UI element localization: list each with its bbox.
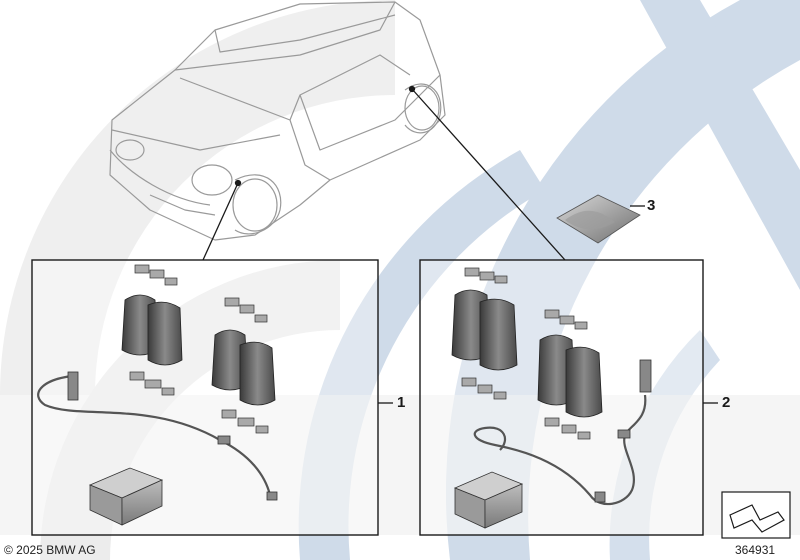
kit-1-frame xyxy=(31,259,379,536)
wear-sensor-2 xyxy=(473,359,652,506)
leader-lines xyxy=(202,85,718,404)
copyright-text: © 2025 BMW AG xyxy=(4,543,96,557)
kit-2-parts xyxy=(451,267,652,529)
image-number: 364931 xyxy=(735,543,776,557)
paste-packet xyxy=(556,194,641,244)
callout-3: 3 xyxy=(647,197,656,214)
grease-box-1 xyxy=(88,467,164,526)
next-diagram-arrow-icon[interactable] xyxy=(721,491,791,539)
grease-box-2 xyxy=(453,471,524,529)
anti-rattle-clips-2 xyxy=(461,267,591,440)
anti-rattle-clips xyxy=(129,264,269,434)
car-outline xyxy=(109,1,446,241)
kit-1-parts xyxy=(37,264,278,526)
brake-pad-set-front xyxy=(121,294,276,406)
wear-sensor-1 xyxy=(37,371,278,501)
callout-2: 2 xyxy=(722,394,731,411)
watermark-ring-grey xyxy=(0,0,395,395)
watermark-ring-blue-right xyxy=(640,0,800,290)
callout-1: 1 xyxy=(397,394,406,411)
brake-pad-set-rear xyxy=(451,289,603,418)
